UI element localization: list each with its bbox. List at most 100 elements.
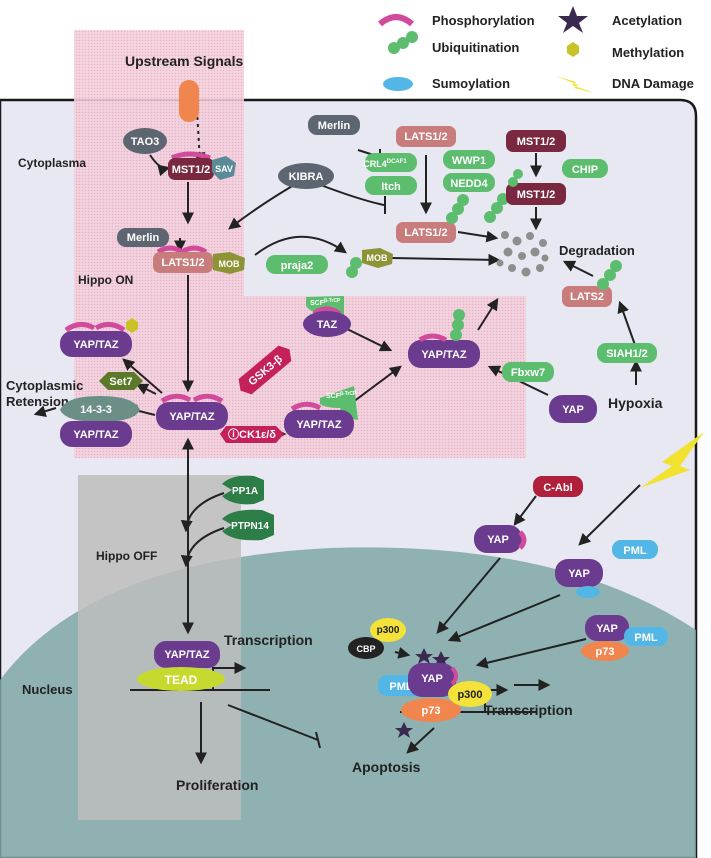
lats12-top-label: LATS1/2 [404,131,447,143]
kibra-label: KIBRA [289,171,324,183]
methylation-icon [567,42,579,57]
proliferation-label: Proliferation [176,777,258,793]
sumo-mark [576,586,600,598]
free-ub-chain [484,193,509,223]
yap-complex-label: YAP [421,673,443,685]
lats12-ub-node [396,222,456,243]
lats12-ub-label: LATS1/2 [404,227,447,239]
ck1-node [220,426,284,443]
phosphorylation-icon [378,14,414,27]
yaptaz-scf-node [284,410,354,438]
sav-label: SAV [215,164,233,174]
mst12-label: MST1/2 [172,164,211,176]
p1433-label: 14-3-3 [80,404,112,416]
lats2-ub-chain [597,260,622,290]
legend-acetylation: Acetylation [612,13,682,28]
tead-label: TEAD [165,673,198,687]
tao3-label: TAO3 [131,136,160,148]
scf2-label: SCFβ-TrCP [326,391,357,400]
merlin-left-node [117,228,169,247]
mst12-ub-node [506,183,566,205]
yaptaz-nuc-label: YAP/TAZ [164,649,210,661]
cabl-label: C-Abl [543,482,572,494]
mst12-top-label: MST1/2 [517,136,556,148]
p73-right-node [581,641,629,661]
pp1a-node [222,475,264,505]
crl4-label: CRL4DCAF1 [363,159,407,169]
taz-label: TAZ [317,319,338,331]
yaptaz-ub-chain [450,309,465,341]
chip-node [562,159,608,178]
p300-complex-node [448,681,492,707]
dna-damage-icon [556,76,594,93]
wwp1-label: WWP1 [452,155,486,167]
upstream-signals-label: Upstream Signals [125,53,243,69]
mst12-node [168,158,214,180]
p73-complex-label: p73 [422,705,441,717]
yap-sumo-node [555,559,603,587]
cabl-node [533,476,583,497]
merlin-top-node [308,115,360,135]
tead-node [137,667,225,691]
fbxw7-node [502,362,554,382]
hippo-off-label: Hippo OFF [96,549,157,563]
pml-right-label: PML [634,632,658,644]
mst12-ub-label: MST1/2 [517,189,556,201]
cytoplasmic-retension-line2: Retension [6,394,69,409]
legend-phosphorylation: Phosphorylation [432,13,535,28]
mst12-ub-chain [508,169,523,187]
mst12-top-node [506,130,566,152]
yaptaz-ub-node [408,340,480,368]
merlin-left-label: Merlin [127,232,160,244]
cytoplasma-label: Cytoplasma [18,156,86,170]
ck1-label: ⓘCK1ε/δ [228,427,276,441]
yaptaz-scf-label: YAP/TAZ [296,419,342,431]
nedd4-label: NEDD4 [450,178,488,190]
yaptaz-center-label: YAP/TAZ [169,411,215,423]
mob-label: MOB [219,259,240,269]
itch-label: Itch [381,181,401,193]
pml-float-label: PML [623,545,647,557]
legend-sumoylation: Sumoylation [432,76,510,91]
transcription-left-label: Transcription [224,632,313,648]
methyl-mark [126,318,138,333]
praja2-node [266,255,328,274]
yap-right-label: YAP [562,404,584,416]
yaptaz-nuc-node [154,641,220,668]
yap-cabl-label: YAP [487,534,509,546]
scf2-node [320,386,358,420]
acetylation-icon [558,6,588,33]
cbp-label: CBP [356,644,375,654]
kibra-node [278,163,334,189]
sav-node [212,156,236,180]
p73-complex-node [401,698,461,722]
wwp1-node [443,150,495,169]
yaptaz-top-node [60,331,132,357]
yap-pml-label: YAP [596,623,618,635]
mob-node [213,252,245,274]
ptpn14-label: PTPN14 [231,521,269,532]
scf-label: SCFβ-TrCP [310,298,341,307]
legend-methylation: Methylation [612,45,684,60]
lats12-main-label: LATS1/2 [161,257,204,269]
lats2-node [562,286,612,307]
upstream-receptor [179,80,199,122]
itch-node [365,176,417,195]
tao3-node [123,128,167,154]
cbp-node [348,637,384,659]
degradation-label: Degradation [559,243,635,258]
arrows [33,109,642,765]
legend-dna-damage: DNA Damage [612,76,694,91]
lats12-top-node [396,126,456,147]
mob2-label: MOB [367,253,388,263]
cytoplasmic-retension-label: Cytoplasmic [6,378,83,393]
praja2-label: praja2 [281,260,313,272]
mob2-ub: MOB [346,248,393,278]
lats12-ub-chain [446,194,469,224]
pml-float-node [612,540,658,559]
cytoplasmic-retension-line1: Cytoplasmic [6,378,83,393]
taz-node [303,311,351,337]
degradation-dots [496,231,549,277]
ubiquitination-icon [388,31,418,54]
